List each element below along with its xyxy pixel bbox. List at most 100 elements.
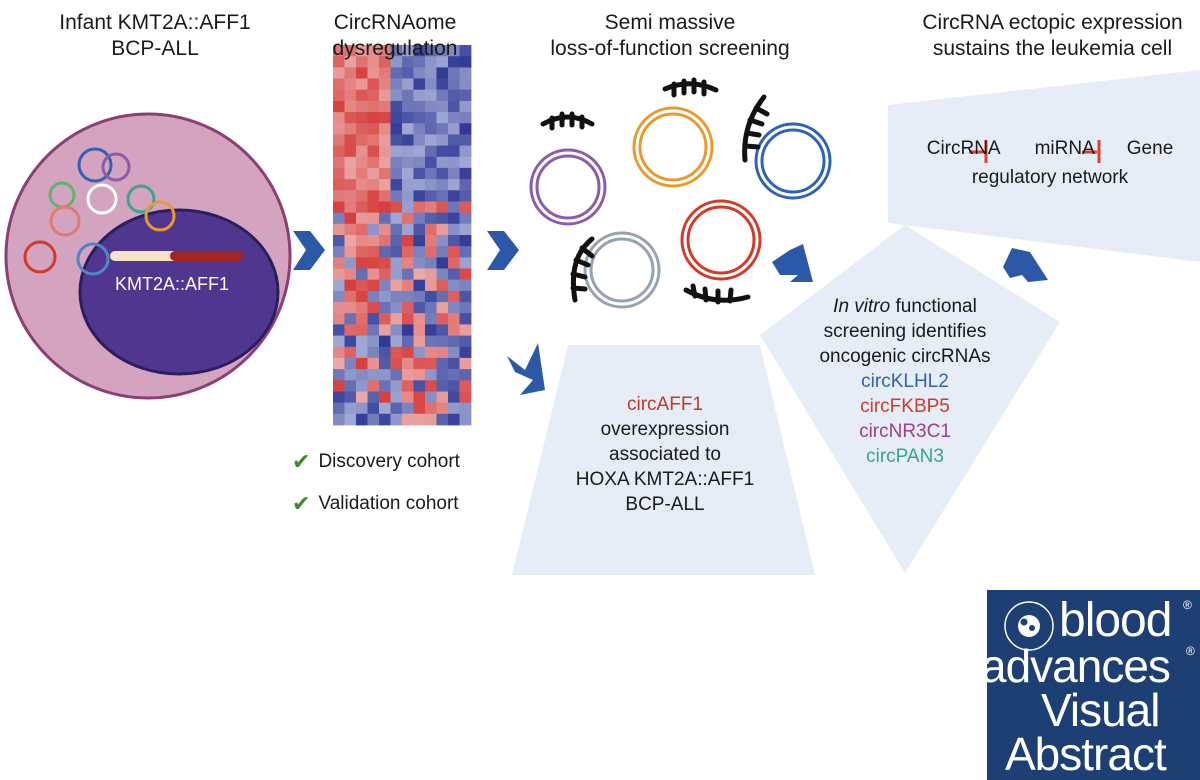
heatmap-cell [448,223,460,236]
heatmap-cell [390,324,403,336]
heatmap-cell [413,56,426,68]
heatmap-cell [436,56,449,68]
heatmap-cell [425,67,437,79]
heatmap-cell [390,190,403,202]
heatmap-cell [402,100,414,113]
heatmap-cell [425,413,437,426]
heatmap-cell [333,167,345,180]
heatmap-cell [333,45,345,57]
heatmap-cell [413,290,426,303]
heatmap-cell [333,302,345,314]
heatmap-cell [459,167,472,180]
arrow-3-icon [507,343,545,395]
heatmap-cell [390,279,403,292]
ring-teal-icon [126,184,156,214]
heatmap-cell [459,290,472,303]
heatmap-cell [344,391,357,404]
hairpin-1-icon [540,114,595,127]
heatmap-cell [367,346,380,359]
screening-rings [529,77,832,309]
heatmap-cell [448,302,460,314]
heatmap-cell [379,268,391,281]
heatmap-cell [367,167,380,180]
heatmap-cell [356,201,368,214]
heatmap-cell [413,156,426,169]
heatmap-cell [436,145,449,158]
heatmap-cell [448,346,460,359]
heatmap-cell [333,346,345,359]
heatmap-cell [459,380,472,392]
heatmap-cell [356,45,368,57]
heatmap-cell [344,112,357,124]
heatmap-cell [356,134,368,146]
ring-red-icon [23,240,57,274]
heatmap-cell [390,235,403,247]
heatmap-cell [436,302,449,314]
heatmap-cell [459,134,472,146]
heatmap-cell [436,402,449,415]
discovery-cohort-item: ✔ Discovery cohort [292,450,460,474]
heatmap-cell [425,346,437,359]
heatmap-cell [448,190,460,202]
heatmap-cell [448,313,460,325]
heatmap-cell [333,380,345,392]
heatmap-cell [448,145,460,158]
heatmap-cell [390,45,403,57]
heatmap-cell [356,313,368,325]
heatmap-cell [333,100,345,113]
heatmap-cell [448,56,460,68]
heatmap-cell [448,212,460,225]
heatmap-cell [459,201,472,214]
heatmap-cell [344,67,357,79]
heatmap-cell [333,357,345,370]
heatmap-cell [413,357,426,370]
heatmap-cell [425,145,437,158]
heatmap-cell [390,179,403,191]
heatmap-cell [379,123,391,135]
heatmap-cell [367,290,380,303]
heatmap-cell [425,212,437,225]
heatmap-cell [425,357,437,370]
heatmap-cell [402,167,414,180]
heatmap-cell [367,324,380,336]
heatmap-cell [459,335,472,348]
heatmap-cell [379,391,391,404]
heatmap-cell [459,78,472,91]
heatmap-cell [402,413,414,426]
heatmap-cell [436,45,449,57]
heatmap-cell [344,235,357,247]
heatmap-cell [379,134,391,146]
title-screening-line2: loss-of-function screening [550,37,790,60]
heatmap-cell [390,290,403,303]
heatmap-cell [413,179,426,191]
heatmap-cell [344,313,357,325]
heatmap-cell [356,190,368,202]
heatmap-cell [459,145,472,158]
heatmap-cell [459,179,472,191]
heatmap-cell [413,402,426,415]
heatmap-cell [436,212,449,225]
heatmap-cell [425,179,437,191]
heatmap-cell [344,167,357,180]
heatmap-cell [333,279,345,292]
heatmap-cell [333,223,345,236]
heatmap-cell [425,380,437,392]
heatmap-cell [413,324,426,336]
heatmap-cell [402,190,414,202]
heatmap-cell [413,45,426,57]
heatmap-cell [425,78,437,91]
heatmap-cell [333,67,345,79]
heatmap-cell [425,167,437,180]
heatmap-cell [356,246,368,258]
heatmap-cell [367,179,380,191]
heatmap-cell [333,391,345,404]
heatmap-cell [390,167,403,180]
heatmap-cell [425,324,437,336]
heatmap-cell [356,123,368,135]
heatmap-cell [356,67,368,79]
heatmap-cell [390,223,403,236]
heatmap-cell [344,290,357,303]
heatmap-cell [436,279,449,292]
